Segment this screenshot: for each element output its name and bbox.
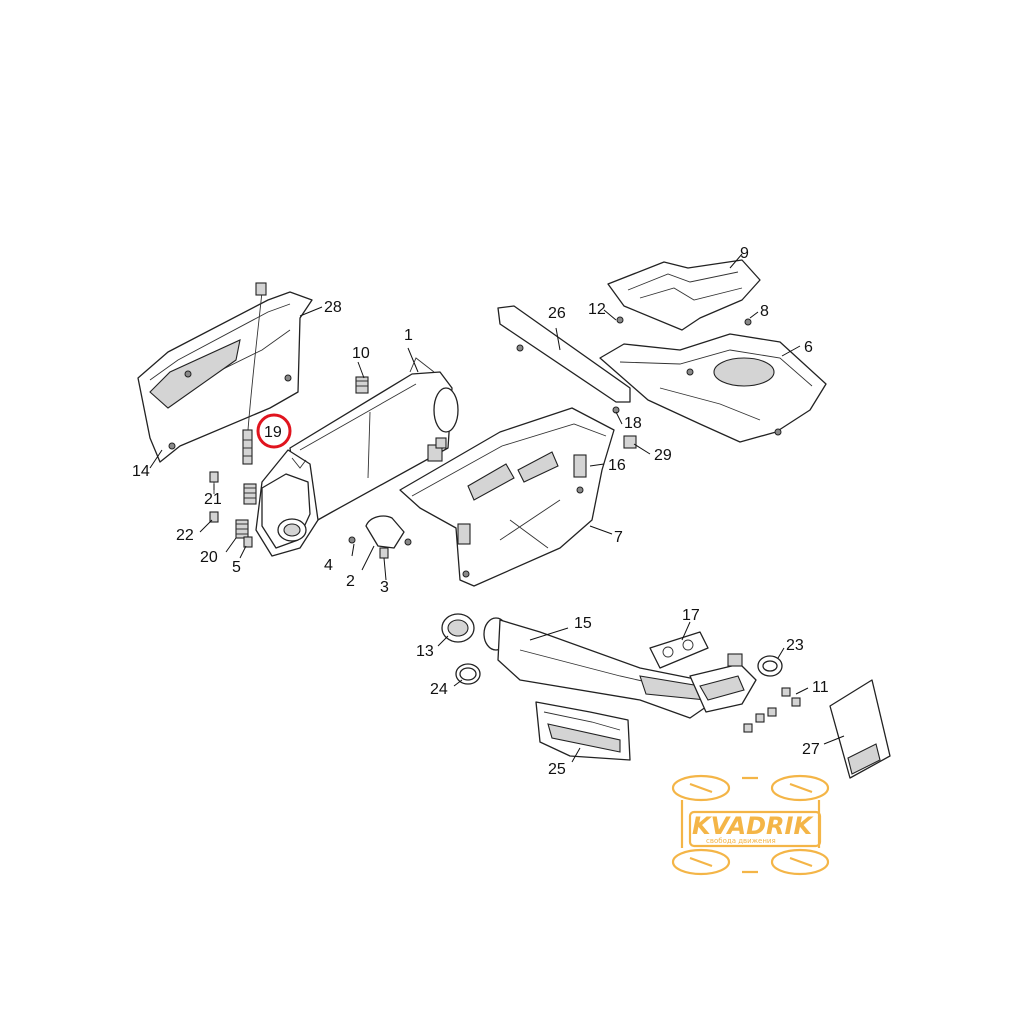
callout-26: 26 xyxy=(548,305,566,322)
callout-24: 24 xyxy=(430,681,448,698)
callout-10: 10 xyxy=(352,345,370,362)
callout-12: 12 xyxy=(588,301,606,318)
clamp-24 xyxy=(455,663,481,685)
watermark-tagline: свобода движения xyxy=(706,837,776,845)
watermark-logo: KVADRIK свобода движения xyxy=(671,774,830,876)
callout-22: 22 xyxy=(176,527,194,544)
gasket-13 xyxy=(441,613,475,643)
callout-14: 14 xyxy=(132,463,150,480)
ring-23 xyxy=(757,655,783,677)
strap-26 xyxy=(497,305,631,414)
callout-27: 27 xyxy=(802,741,820,758)
callout-23: 23 xyxy=(786,637,804,654)
callout-labels: 1 2 3 4 5 6 7 8 9 10 11 12 13 14 15 16 1… xyxy=(132,245,829,778)
callout-21: 21 xyxy=(204,491,222,508)
callout-1: 1 xyxy=(404,327,413,344)
bolt-29 xyxy=(623,435,637,449)
callout-16: 16 xyxy=(608,457,626,474)
oxygen-sensor xyxy=(242,282,267,465)
callout-4: 4 xyxy=(324,557,333,574)
springs-bolts xyxy=(209,471,257,548)
callout-29: 29 xyxy=(654,447,672,464)
callout-13: 13 xyxy=(416,643,434,660)
callout-5: 5 xyxy=(232,559,241,576)
header-pipe-15 xyxy=(483,617,717,719)
callout-25: 25 xyxy=(548,761,566,778)
spring-10 xyxy=(355,376,369,394)
callout-6: 6 xyxy=(804,339,813,356)
callout-7: 7 xyxy=(614,529,623,546)
callout-3: 3 xyxy=(380,579,389,596)
bracket-2 xyxy=(348,515,412,559)
callout-28: 28 xyxy=(324,299,342,316)
exhaust-manifold xyxy=(689,653,757,713)
heat-shield-25 xyxy=(535,701,631,761)
callout-9: 9 xyxy=(740,245,749,262)
callout-11: 11 xyxy=(812,679,829,696)
callout-19: 19 xyxy=(264,424,282,441)
highlight-ring xyxy=(256,413,292,449)
bolts-11 xyxy=(743,687,801,733)
heat-shield-left xyxy=(137,291,313,463)
plate-27 xyxy=(829,679,891,779)
callout-2: 2 xyxy=(346,573,355,590)
watermark-brand: KVADRIK xyxy=(692,812,814,840)
heat-shield-6 xyxy=(599,318,827,443)
callout-8: 8 xyxy=(760,303,769,320)
callout-15: 15 xyxy=(574,615,592,632)
leader-lines xyxy=(149,253,845,763)
muffler xyxy=(289,357,459,531)
heat-shield-9 xyxy=(607,259,761,331)
callout-17: 17 xyxy=(682,607,700,624)
callout-18: 18 xyxy=(624,415,642,432)
exhaust-gasket-17 xyxy=(649,631,709,669)
callout-20: 20 xyxy=(200,549,218,566)
muffler-inlet xyxy=(255,449,319,557)
heat-shield-center xyxy=(399,407,615,587)
